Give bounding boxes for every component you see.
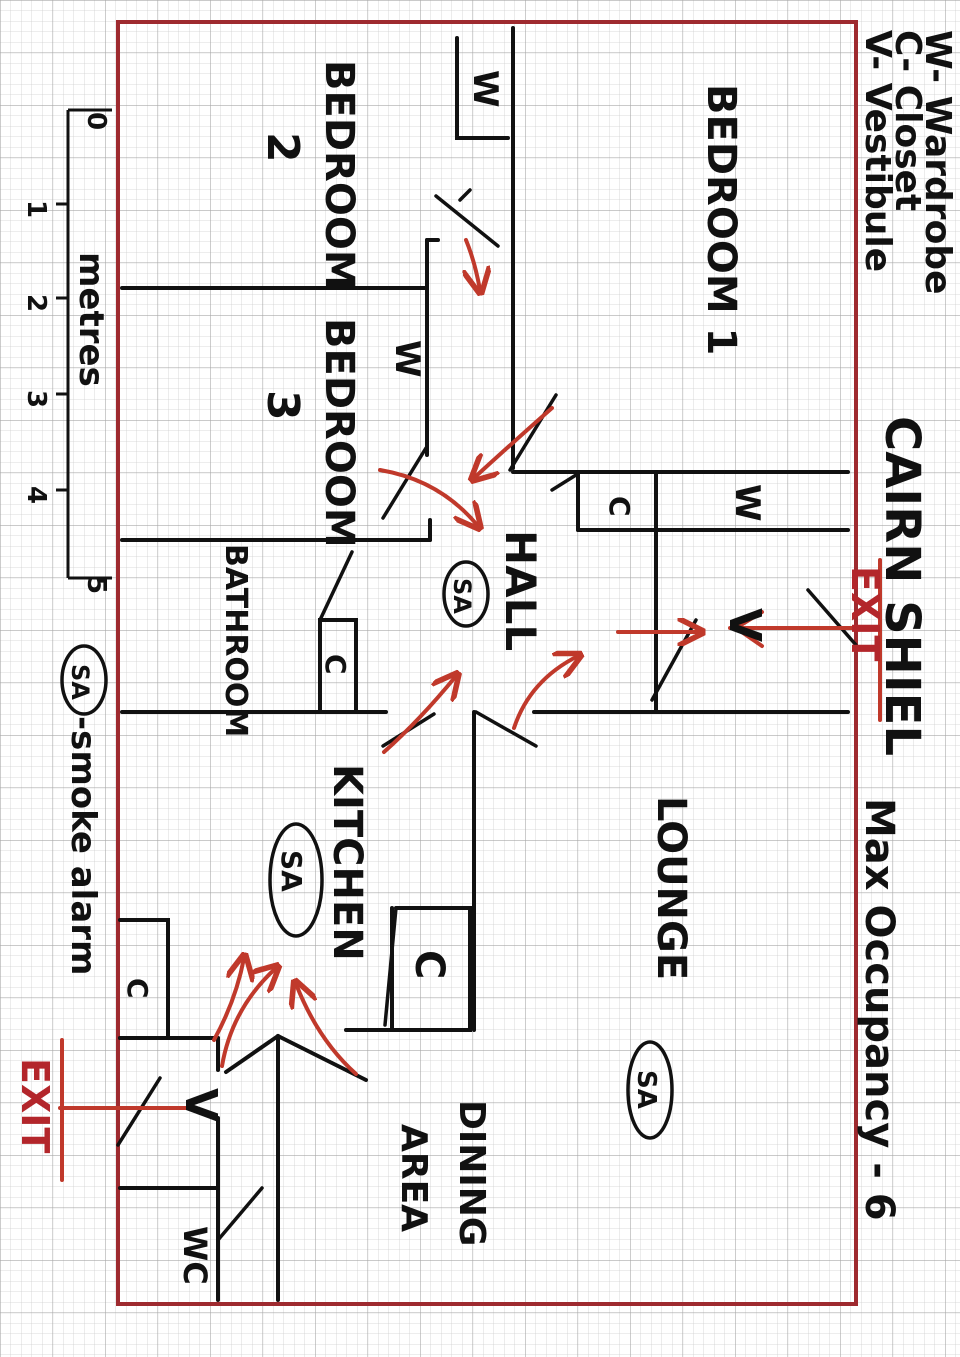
house-outline	[116, 20, 858, 1306]
wardrobe-label-bedroom-3: W	[387, 340, 427, 378]
room-bedroom-3-number: 3	[257, 390, 308, 421]
scale-ticks: 0 1 2 3 4 5	[21, 112, 111, 594]
room-dining-line1: DINING	[451, 1100, 492, 1246]
room-bedroom-3-name: BEDROOM	[316, 318, 362, 548]
closet-label-kitchen: C	[406, 950, 452, 979]
smoke-alarm-hall: SA	[448, 578, 476, 614]
vestibule-label-front: V	[719, 608, 770, 642]
closet-label-back: C	[121, 978, 154, 999]
smoke-alarm-legend-text: -smoke alarm	[63, 716, 103, 975]
exit-markers	[58, 558, 882, 1182]
legend: W- Wardrobe C- Closet V- Vestibule	[857, 30, 958, 294]
room-bedroom-2-name: BEDROOM	[316, 60, 362, 290]
evacuation-arrows	[212, 238, 700, 1076]
room-bedroom-2-number: 2	[257, 132, 308, 163]
max-occupancy: Max Occupancy - 6	[856, 798, 902, 1221]
room-hall: HALL	[496, 530, 545, 651]
scale-tick-5: 5	[81, 576, 111, 594]
legend-vestibule: V- Vestibule	[857, 30, 898, 272]
closet-label-bathroom: C	[319, 654, 352, 675]
wardrobe-label-bedroom-2: W	[465, 70, 505, 108]
smoke-alarm-legend-symbol: SA	[66, 664, 94, 700]
room-lounge: LOUNGE	[648, 796, 694, 980]
legend-closet: C- Closet	[887, 30, 928, 211]
scale-tick-3: 3	[21, 390, 51, 408]
smoke-alarm-circles	[60, 560, 674, 1140]
room-kitchen: KITCHEN	[324, 764, 370, 961]
scale-tick-2: 2	[21, 294, 51, 312]
room-wc: WC	[176, 1226, 214, 1285]
scale-tick-1: 1	[21, 200, 51, 218]
exit-label-back: EXIT	[13, 1058, 57, 1153]
exit-label-front: EXIT	[843, 566, 887, 661]
interior-walls	[118, 26, 850, 1302]
smoke-alarm-lounge: SA	[631, 1070, 661, 1109]
scale-tick-4: 4	[21, 486, 51, 504]
room-dining-line2: AREA	[393, 1124, 434, 1232]
scale-bar	[56, 108, 112, 580]
property-title: CAIRN SHIEL	[874, 416, 930, 756]
scale-unit: metres	[71, 252, 111, 387]
smoke-alarm-kitchen: SA	[275, 850, 308, 892]
wardrobe-label-bedroom-1: W	[727, 484, 767, 522]
room-bathroom: BATHROOM	[218, 544, 253, 737]
legend-wardrobe: W- Wardrobe	[917, 30, 958, 294]
scale-tick-0: 0	[81, 112, 111, 130]
closet-label-hall: C	[603, 496, 636, 517]
room-bedroom-1: BEDROOM 1	[698, 84, 744, 355]
vestibule-label-back: V	[175, 1088, 226, 1122]
